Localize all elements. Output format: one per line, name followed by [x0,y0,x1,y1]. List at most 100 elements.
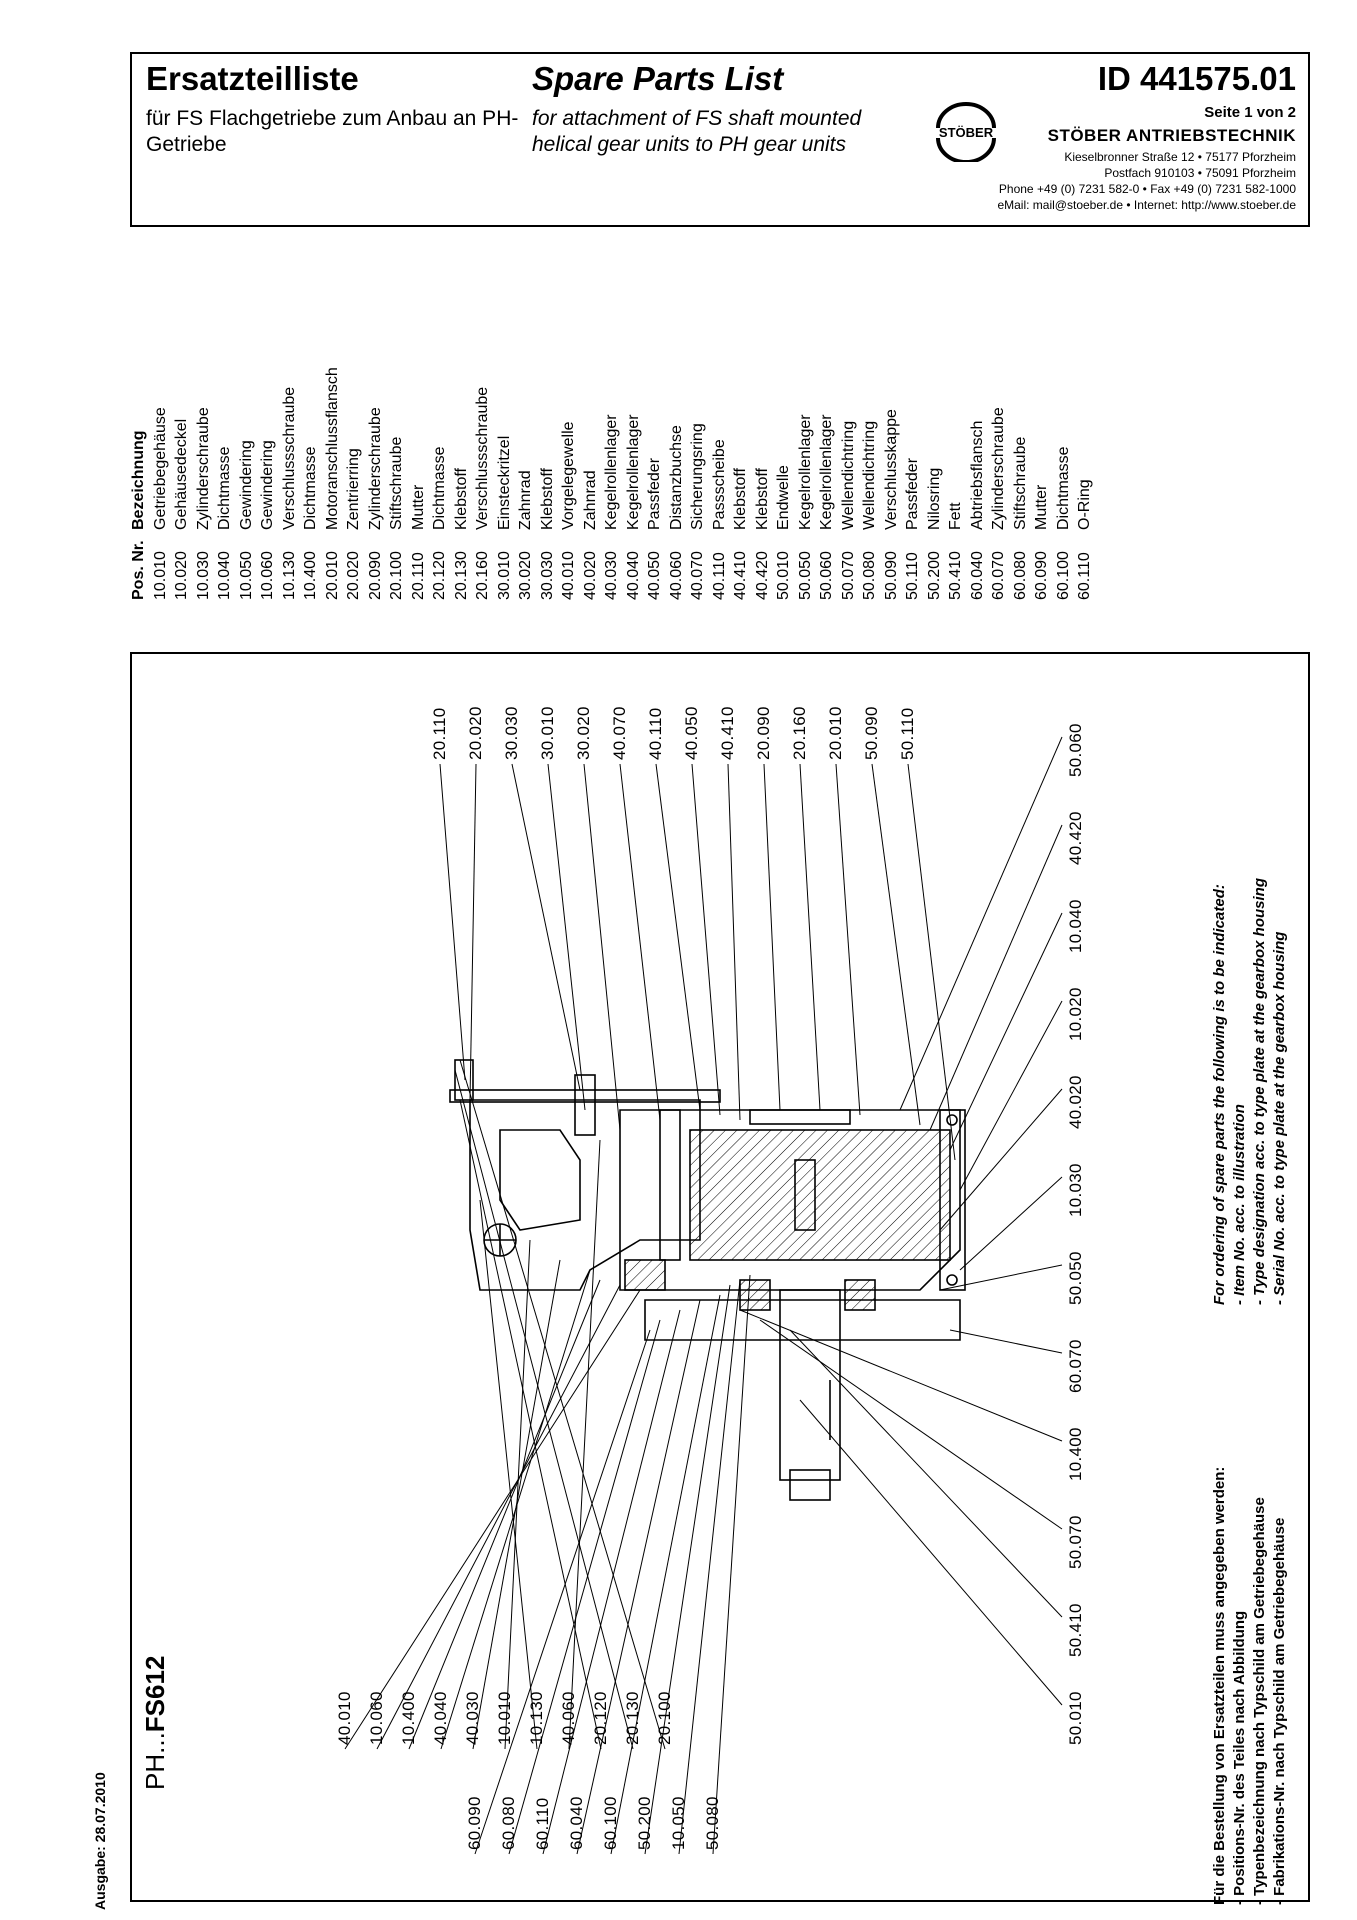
part-pos-number: 20.010 [323,551,341,600]
callout-label: 40.010 [335,1691,354,1745]
part-pos-number: 60.100 [1054,551,1072,600]
callout-label: 60.090 [465,1796,484,1850]
callout-label: 20.130 [623,1691,642,1745]
address-line-3: Phone +49 (0) 7231 582-0 • Fax +49 (0) 7… [998,182,1296,196]
part-designation: Wellendichtring [839,420,857,530]
callout-label: 40.050 [682,706,701,760]
part-pos-number: 10.030 [194,551,212,600]
parts-list-row: 20.010 Motoranschlussflansch [322,360,344,600]
address-line-1: Kieselbronner Straße 12 • 75177 Pforzhei… [1064,150,1296,164]
callout-label: 50.200 [635,1796,654,1850]
part-designation: Sicherungsring [689,423,706,530]
part-designation: Einsteckritzel [495,435,513,530]
part-pos-number: 50.090 [882,551,900,600]
part-designation: Dichtmasse [1054,446,1072,530]
subtitle-german: für FS Flachgetriebe zum Anbau an PH-Get… [146,107,519,156]
logo-text: STÖBER [939,125,994,140]
part-designation: Verschlussschraube [280,386,298,530]
part-pos-number: 40.070 [689,551,706,600]
callout-label: 50.050 [1066,1251,1085,1305]
parts-list-row: 40.070 Sicherungsring [687,360,709,600]
part-pos-number: 60.110 [1076,552,1093,600]
callout-label: 20.110 [430,707,449,760]
stoeber-logo: STÖBER [936,102,996,162]
part-designation: Klebstoff [538,468,556,530]
address-line-4: eMail: mail@stoeber.de • Internet: http:… [997,198,1296,212]
ordering-de-line-2: - Typenbezeichnung nach Typschild am Get… [1251,1497,1268,1905]
part-designation: Vorgelegewelle [560,421,577,530]
subtitle-english: for attachment of FS shaft mounted helic… [532,107,862,156]
ordering-en-heading: For ordering of spare parts the followin… [1211,884,1228,1305]
part-designation: Zahnrad [581,470,599,530]
part-designation: Zylinderschraube [990,407,1007,530]
callout-label: 20.100 [655,1691,674,1745]
part-designation: Mutter [409,484,427,530]
part-designation: Klebstoff [732,468,749,530]
callout-label: 20.160 [790,706,809,760]
callout-label: 40.410 [718,706,737,760]
parts-list-row: 50.090 Verschlusskappe [881,360,903,600]
callout-label: 50.080 [703,1796,722,1850]
callout-label: 40.060 [559,1691,578,1745]
part-designation: Passscheibe [710,439,728,530]
parts-list-header: Pos. Nr. Bezeichnung [128,360,150,600]
part-designation: Verschlusskappe [882,409,900,530]
part-pos-number: 40.410 [732,551,749,600]
part-pos-number: 20.090 [366,551,384,600]
ordering-notes-german: Für die Bestellung von Ersatzteilen muss… [1210,1467,1290,1905]
part-designation: Passfeder [646,457,663,530]
parts-list-row: 40.010 Vorgelegewelle [558,360,580,600]
part-pos-number: 60.090 [1033,551,1050,600]
callout-label: 50.090 [862,706,881,760]
part-pos-number: 50.070 [839,551,857,600]
callout-label: 60.070 [1066,1339,1085,1393]
part-pos-number: 60.080 [1011,551,1029,600]
part-designation: Motoranschlussflansch [323,367,341,530]
part-designation: Dichtmasse [431,446,448,530]
part-designation: Abtriebsflansch [968,420,986,530]
address-line-2: Postfach 910103 • 75091 Pforzheim [1104,166,1296,180]
part-pos-number: 40.020 [581,551,599,600]
column-pos-number: Pos. Nr. [130,540,147,600]
part-pos-number: 10.050 [237,551,255,600]
part-designation: Gewindering [237,440,255,530]
part-designation: O-Ring [1076,479,1093,530]
part-designation: Getriebegehäuse [151,407,169,530]
callout-label: 50.010 [1066,1691,1085,1745]
part-pos-number: 40.010 [560,551,577,600]
parts-list-row: 40.050 Passfeder [644,360,666,600]
callout-label: 60.100 [601,1796,620,1850]
part-pos-number: 40.420 [753,551,771,600]
part-pos-number: 40.050 [646,551,663,600]
part-pos-number: 30.010 [495,551,513,600]
part-pos-number: 50.110 [904,552,921,600]
callout-label: 60.040 [567,1796,586,1850]
ordering-en-line-2: - Type designation acc. to type plate at… [1251,877,1268,1305]
part-designation: Gehäusedeckel [173,418,190,530]
callout-label: 50.060 [1066,723,1085,777]
callout-label: 40.040 [431,1691,450,1745]
callout-label: 40.020 [1066,1075,1085,1129]
part-designation: Passfeder [904,457,921,530]
part-pos-number: 50.050 [796,551,814,600]
ordering-de-line-1: - Positions-Nr. des Teiles nach Abbildun… [1231,1610,1248,1905]
model-name: FS612 [140,1655,170,1733]
parts-list-row: 40.410 Klebstoff [730,360,752,600]
part-designation: Stiftschraube [388,436,405,530]
callout-label: 10.400 [1066,1427,1085,1481]
part-pos-number: 10.040 [216,551,233,600]
callout-label: 40.420 [1066,811,1085,865]
callout-label: 60.080 [499,1796,518,1850]
part-designation: Kegelrollenlager [624,414,642,530]
